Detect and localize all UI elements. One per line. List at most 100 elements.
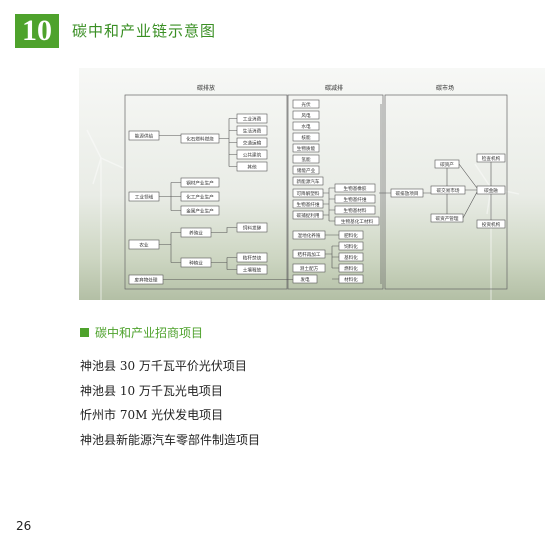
svg-text:燃料化: 燃料化 <box>344 265 358 272</box>
svg-text:饲料化: 饲料化 <box>344 243 358 250</box>
svg-text:光伏: 光伏 <box>301 101 311 108</box>
node-investment-agency: 投资机构 <box>476 219 506 229</box>
svg-text:生物基橡胶: 生物基橡胶 <box>344 185 367 192</box>
node-degradable-plastic: 可降解塑料 <box>292 188 324 198</box>
node-biomass: 生物质能 <box>292 143 320 153</box>
svg-text:公共建筑: 公共建筑 <box>243 151 262 158</box>
svg-text:碳资产管理: 碳资产管理 <box>436 215 459 222</box>
svg-text:基料化: 基料化 <box>344 254 358 261</box>
svg-text:湿地化养殖: 湿地化养殖 <box>298 232 321 239</box>
section-heading: 碳中和产业招商项目 <box>80 324 203 341</box>
node-carbon-asset: 碳资产 <box>434 159 460 169</box>
svg-text:能源供给: 能源供给 <box>135 132 154 139</box>
node-emission-project: 碳排放项目 <box>390 188 424 198</box>
node-carbon-finance: 碳金融 <box>476 185 506 195</box>
diagram-svg: 碳排放 碳减排 碳市场 能源供给 工业领域 农业 废弃物处理 化石燃料燃烧 钢材… <box>86 84 520 300</box>
node-material: 材料化 <box>338 274 364 284</box>
node-breeding: 养殖业 <box>180 227 212 238</box>
node-hydropower: 水电 <box>292 121 320 131</box>
svg-text:风电: 风电 <box>301 112 311 119</box>
emission-frame <box>124 94 288 290</box>
svg-text:种植业: 种植业 <box>189 259 203 266</box>
section-number-badge: 10 <box>15 14 59 48</box>
node-photovoltaic: 光伏 <box>292 99 320 109</box>
node-feed: 饲料化 <box>338 241 364 251</box>
page-number: 26 <box>16 519 32 533</box>
svg-text:化工产业生产: 化工产业生产 <box>186 193 214 200</box>
svg-text:肥料化: 肥料化 <box>344 232 358 239</box>
svg-text:生物基化工材料: 生物基化工材料 <box>341 218 374 225</box>
svg-text:生物基材料: 生物基材料 <box>344 207 367 214</box>
node-carbon-trading-market: 碳交易市场 <box>430 185 466 195</box>
node-wind-power: 风电 <box>292 110 320 120</box>
list-item: 神池县 10 万千瓦光电项目 <box>80 383 223 398</box>
svg-text:储能产业: 储能产业 <box>297 167 316 174</box>
svg-text:生物质能: 生物质能 <box>297 145 316 152</box>
svg-text:交通运输: 交通运输 <box>243 139 262 146</box>
node-substrate: 基料化 <box>338 252 364 262</box>
svg-text:农业: 农业 <box>139 241 149 248</box>
node-bio-chemical: 生物基化工材料 <box>334 216 380 226</box>
wind-turbine-icon <box>86 129 124 300</box>
list-item: 神池县新能源汽车零部件制造项目 <box>80 432 261 447</box>
svg-text:水电: 水电 <box>301 123 311 130</box>
svg-text:秸秆焚烧: 秸秆焚烧 <box>243 254 262 261</box>
node-waste: 废弃物处理 <box>128 274 164 285</box>
svg-text:工业消费: 工业消费 <box>243 115 262 122</box>
node-inspection-agency: 检查机构 <box>476 153 506 163</box>
node-nuclear: 核能 <box>292 132 320 142</box>
node-fertilizer: 肥料化 <box>338 230 364 240</box>
market-frame <box>384 94 508 290</box>
industry-chain-diagram: 碳排放 碳减排 碳市场 能源供给 工业领域 农业 废弃物处理 化石燃料燃烧 钢材… <box>79 68 545 300</box>
node-planting: 种植业 <box>180 257 212 268</box>
svg-text:其他: 其他 <box>247 163 257 170</box>
node-wetland-breeding: 湿地化养殖 <box>292 230 326 240</box>
list-item: 神池县 30 万千瓦平价光伏项目 <box>80 359 247 373</box>
svg-text:投资机构: 投资机构 <box>482 221 501 228</box>
node-metal: 金属产业生产 <box>180 205 220 216</box>
svg-text:碳金融: 碳金融 <box>484 187 498 194</box>
wind-turbine-icon <box>474 163 520 300</box>
node-carbon-capture: 碳捕捉利用 <box>292 210 324 220</box>
svg-text:测土配方: 测土配方 <box>300 265 319 272</box>
node-power-generation: 发电 <box>292 274 318 284</box>
section-heading-text: 碳中和产业招商项目 <box>95 326 204 340</box>
square-bullet-icon <box>80 328 89 337</box>
node-steel: 钢材产业生产 <box>180 177 220 188</box>
node-fossil-fuel: 化石燃料燃烧 <box>180 133 220 144</box>
svg-text:秸秆再加工: 秸秆再加工 <box>298 251 321 258</box>
node-household-consumption: 生活消费 <box>236 125 268 136</box>
svg-text:碳捕捉利用: 碳捕捉利用 <box>297 212 320 219</box>
node-soil-release: 土壤释放 <box>236 264 268 275</box>
node-fuel: 燃料化 <box>338 263 364 273</box>
node-agriculture: 农业 <box>128 239 160 250</box>
svg-text:氢能: 氢能 <box>301 156 311 163</box>
svg-text:新能源汽车: 新能源汽车 <box>297 178 320 185</box>
svg-text:金属产业生产: 金属产业生产 <box>186 207 214 214</box>
page-title: 碳中和产业链示意图 <box>72 22 217 40</box>
project-list: 神池县 30 万千瓦平价光伏项目 神池县 10 万千瓦光电项目 忻州市 70M … <box>80 354 260 452</box>
svg-text:生物基纤维: 生物基纤维 <box>297 201 320 208</box>
node-asset-management: 碳资产管理 <box>430 213 464 223</box>
node-bio-fiber-right: 生物基纤维 <box>334 194 376 204</box>
svg-text:土壤释放: 土壤释放 <box>243 266 262 273</box>
svg-text:废弃物处理: 废弃物处理 <box>135 276 158 283</box>
svg-text:钢材产业生产: 钢材产业生产 <box>186 179 214 186</box>
node-chemical: 化工产业生产 <box>180 191 220 202</box>
svg-text:可降解塑料: 可降解塑料 <box>297 190 320 197</box>
svg-text:养殖业: 养殖业 <box>189 229 203 236</box>
node-energy-storage: 储能产业 <box>292 165 320 175</box>
svg-text:生物基纤维: 生物基纤维 <box>344 196 367 203</box>
node-industry: 工业领域 <box>128 191 160 202</box>
column-title-market: 碳市场 <box>436 84 454 92</box>
svg-text:发电: 发电 <box>300 276 310 283</box>
column-title-reduction: 碳减排 <box>325 84 343 92</box>
svg-text:检查机构: 检查机构 <box>482 155 501 162</box>
node-nev: 新能源汽车 <box>292 176 324 186</box>
svg-text:生活消费: 生活消费 <box>243 127 262 134</box>
node-hydrogen: 氢能 <box>292 154 320 164</box>
svg-text:核能: 核能 <box>301 134 311 141</box>
node-public-building: 公共建筑 <box>236 149 268 160</box>
svg-text:饲料发酵: 饲料发酵 <box>243 224 262 231</box>
column-title-emission: 碳排放 <box>197 84 215 92</box>
